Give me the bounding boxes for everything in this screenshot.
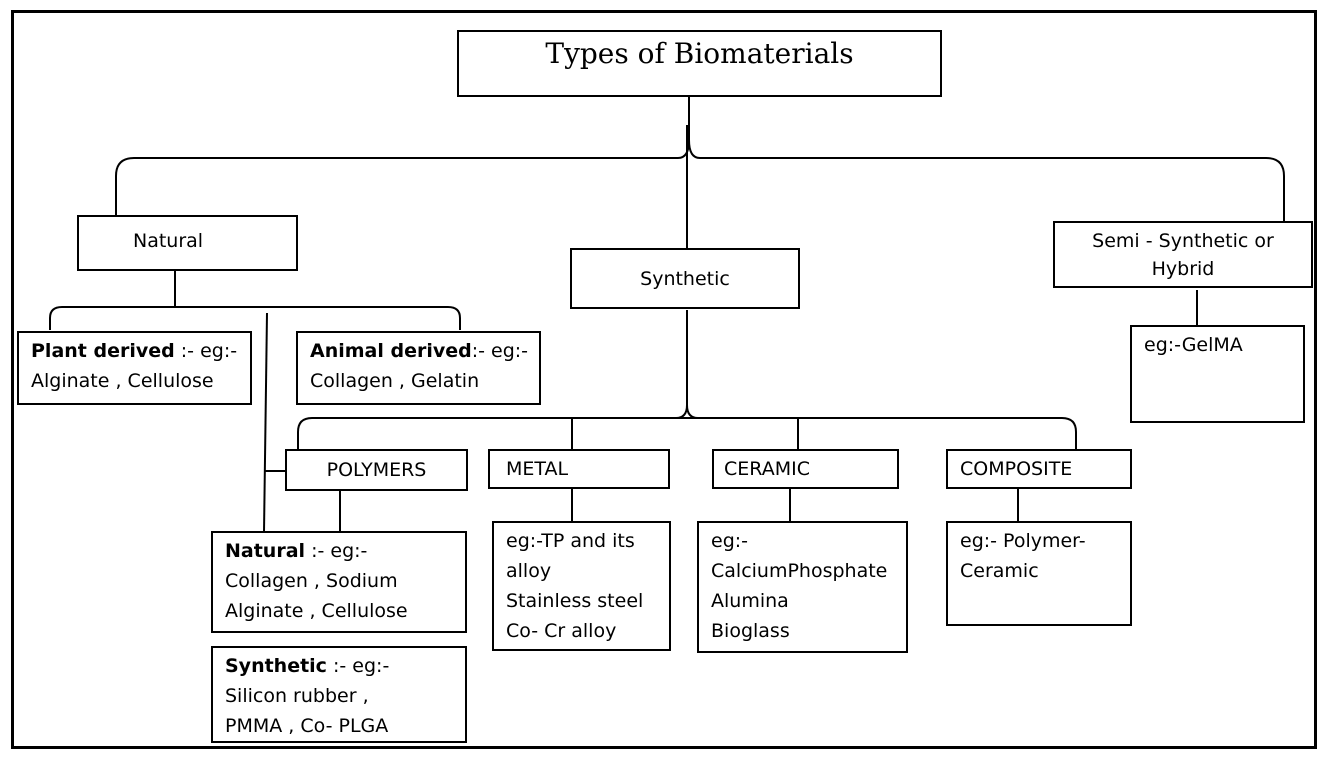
ceramic-example-line-3: Alumina	[711, 590, 789, 612]
hybrid-label-line2: Hybrid	[1151, 257, 1215, 280]
composite-examples-box: eg:- Polymer- Ceramic	[946, 521, 1132, 626]
title-brace-connector	[115, 97, 690, 216]
synthetic-polymers-line3: PMMA , Co- PLGA	[225, 715, 389, 737]
ceramic-example-line-2: CalciumPhosphate	[711, 560, 888, 582]
title-box: Types of Biomaterials	[457, 30, 942, 97]
polymers-box: POLYMERS	[285, 449, 468, 491]
animal-derived-examples: Collagen , Gelatin	[310, 370, 480, 392]
animal-derived-eg: :- eg:-	[471, 340, 529, 362]
composite-example-line-2: Ceramic	[960, 560, 1039, 582]
natural-polymers-eg: :- eg:-	[305, 540, 368, 562]
natural-polymers-line3: Alginate , Cellulose	[225, 600, 408, 622]
synthetic-polymers-line2: Silicon rubber ,	[225, 685, 369, 707]
plant-derived-examples: Alginate , Cellulose	[31, 370, 214, 392]
ceramic-label: CERAMIC	[724, 458, 810, 480]
natural-polymers-heading: Natural	[225, 540, 306, 562]
natural-box: Natural	[77, 215, 298, 271]
ceramic-box: CERAMIC	[712, 449, 899, 489]
plant-derived-heading: Plant derived	[31, 340, 175, 362]
natural-bracket-line	[49, 306, 461, 330]
hybrid-example-text: eg:-GelMA	[1144, 334, 1243, 356]
synthetic-polymers-heading: Synthetic	[225, 655, 327, 677]
plant-derived-eg: :- eg:-	[174, 340, 238, 362]
synthetic-polymers-eg: :- eg:-	[326, 655, 390, 677]
composite-label: COMPOSITE	[960, 458, 1073, 480]
synthetic-label: Synthetic	[640, 267, 730, 290]
animal-derived-box: Animal derived:- eg:- Collagen , Gelatin	[296, 331, 541, 405]
page-title: Types of Biomaterials	[545, 37, 854, 70]
ceramic-example-line-4: Bioglass	[711, 620, 790, 642]
synthetic-bracket-line	[297, 417, 1077, 450]
plant-derived-box: Plant derived :- eg:- Alginate , Cellulo…	[17, 331, 252, 405]
composite-box: COMPOSITE	[946, 449, 1132, 489]
title-brace-connector-right	[688, 139, 1285, 222]
natural-label: Natural	[133, 230, 204, 252]
metal-example-line-1: eg:-TP and its	[506, 530, 635, 552]
synthetic-box: Synthetic	[570, 248, 800, 309]
metal-box: METAL	[488, 449, 670, 489]
synthetic-stem-line	[675, 310, 688, 419]
metal-example-line-3: Stainless steel	[506, 590, 644, 612]
natural-polymers-line2: Collagen , Sodium	[225, 570, 398, 592]
metal-example-line-4: Co- Cr alloy	[506, 620, 617, 642]
diagram-frame	[11, 10, 1317, 749]
synthetic-polymers-box: Synthetic :- eg:- Silicon rubber , PMMA …	[211, 646, 467, 743]
hybrid-label-line1: Semi - Synthetic or	[1092, 229, 1274, 252]
polymers-label: POLYMERS	[326, 459, 427, 481]
ceramic-example-line-1: eg:-	[711, 530, 749, 552]
metal-label: METAL	[506, 458, 569, 480]
ceramic-examples-box: eg:- CalciumPhosphate Alumina Bioglass	[697, 521, 908, 653]
hybrid-box: Semi - Synthetic or Hybrid	[1053, 221, 1313, 288]
hybrid-example-box: eg:-GelMA	[1130, 325, 1305, 423]
metal-examples-box: eg:-TP and its alloy Stainless steel Co-…	[492, 521, 671, 651]
animal-derived-heading: Animal derived	[310, 340, 472, 362]
synthetic-stem-right	[686, 404, 699, 419]
metal-example-line-2: alloy	[506, 560, 552, 582]
composite-example-line-1: eg:- Polymer-	[960, 530, 1086, 552]
natural-polymers-link-line	[263, 312, 268, 533]
natural-polymers-box: Natural :- eg:- Collagen , Sodium Algina…	[211, 531, 467, 633]
